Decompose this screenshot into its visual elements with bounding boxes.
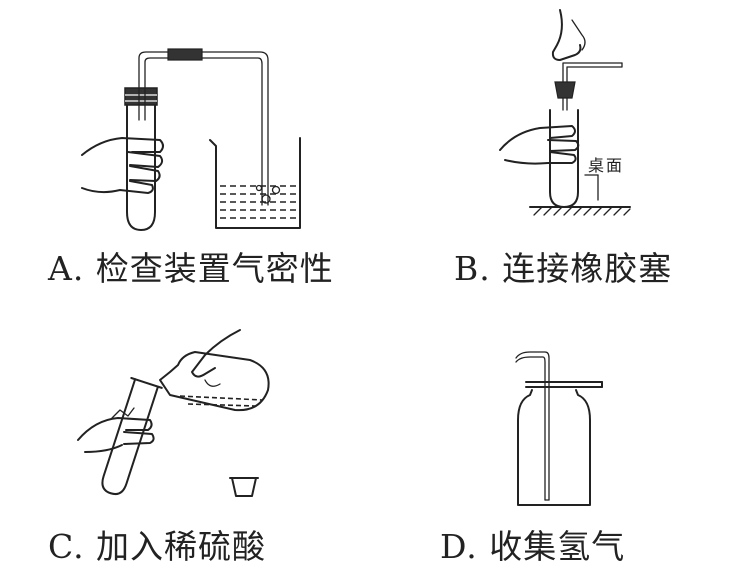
hand-a	[81, 137, 164, 194]
panel-c-illustration	[77, 329, 270, 497]
panel-b-illustration	[499, 9, 631, 216]
test-tube-c	[101, 376, 163, 496]
table-surface-label: 桌面	[588, 156, 625, 175]
panel-d-illustration	[515, 351, 603, 506]
beaker-a	[209, 137, 301, 229]
reagent-bottle-c	[159, 351, 270, 412]
table-surface-b	[529, 206, 631, 216]
caption-a: A. 检查装置气密性	[48, 249, 334, 288]
caption-c: C. 加入稀硫酸	[48, 527, 267, 566]
caption-b: B. 连接橡胶塞	[454, 249, 673, 288]
test-tube-a	[124, 87, 158, 231]
caption-d: D. 收集氢气	[440, 527, 626, 566]
panel-a-illustration	[81, 48, 301, 231]
